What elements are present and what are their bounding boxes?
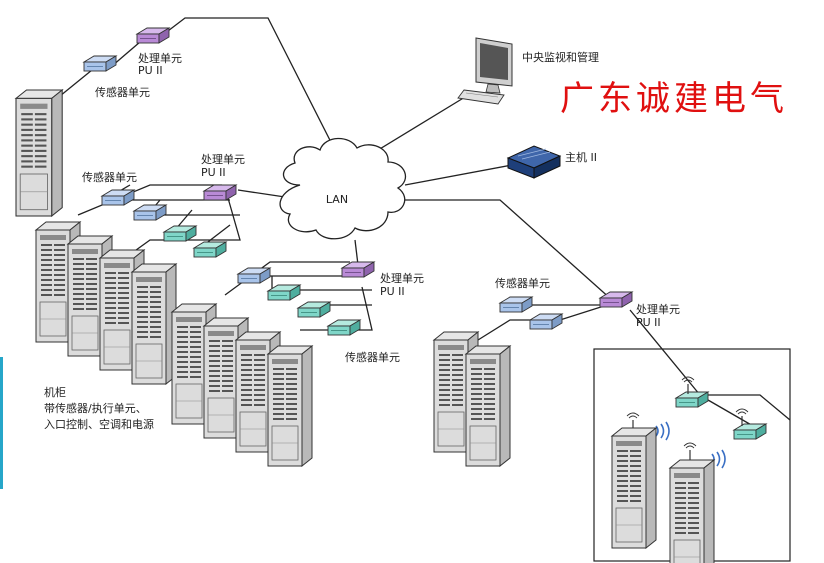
wireless-sensor-1	[675, 391, 709, 408]
cloud-icon: LAN	[279, 137, 407, 240]
cabinet-line3: 入口控制、空调和电源	[44, 417, 154, 431]
wireless-sensor-2	[733, 423, 767, 440]
pu-mid-line1: 处理单元	[201, 153, 245, 166]
processing-unit-top	[136, 27, 170, 44]
host-label: 主机 II	[565, 150, 597, 164]
pu-center-line2: PU II	[380, 285, 405, 298]
sensor-unit-mid-2	[133, 204, 167, 221]
wireless-signal-icon	[655, 421, 670, 441]
sensor-unit-right-2	[529, 313, 563, 330]
sensor-center-label: 传感器单元	[345, 351, 400, 364]
rack-row-left	[35, 221, 177, 385]
pu-center-line1: 处理单元	[380, 272, 424, 285]
rack-row-right	[433, 331, 511, 467]
processing-unit-mid	[203, 184, 237, 201]
cabinet-line2: 带传感器/执行单元、	[44, 401, 147, 415]
pu-top-line1: 处理单元	[138, 52, 182, 65]
brand-text: 广东诚建电气	[560, 79, 788, 119]
central-label: 中央监视和管理	[522, 50, 599, 64]
processing-unit-center	[341, 261, 375, 278]
antenna-icon	[683, 442, 697, 461]
pu-mid-line2: PU II	[201, 166, 226, 179]
sensor-right-label: 传感器单元	[495, 277, 550, 290]
sensor-top-label: 传感器单元	[95, 86, 150, 99]
sensor-unit-center-4	[327, 319, 361, 336]
sensor-unit-mid-3	[163, 225, 197, 242]
sensor-unit-right-1	[499, 296, 533, 313]
pu-top-line2: PU II	[138, 64, 163, 77]
sensor-unit-center-3	[297, 301, 331, 318]
rack-cabinet-icon	[15, 89, 63, 217]
lan-label: LAN	[326, 193, 348, 206]
antenna-icon	[626, 412, 640, 431]
sensor-unit-mid-1	[101, 189, 135, 206]
monitor-icon	[457, 37, 513, 105]
server-host-icon	[506, 145, 562, 179]
sensor-mid-label: 传感器单元	[82, 171, 137, 184]
pu-right-line1: 处理单元	[636, 303, 680, 316]
accent-bar	[0, 357, 3, 489]
cabinet-line1: 机柜	[44, 385, 66, 399]
sensor-unit-center-2	[267, 284, 301, 301]
rack-wireless	[611, 427, 715, 563]
sensor-unit-mid-4	[193, 241, 227, 258]
rack-row-center	[171, 303, 313, 467]
pu-right-line2: PU II	[636, 316, 661, 329]
sensor-unit-center-1	[237, 267, 271, 284]
sensor-unit-top	[83, 55, 117, 72]
